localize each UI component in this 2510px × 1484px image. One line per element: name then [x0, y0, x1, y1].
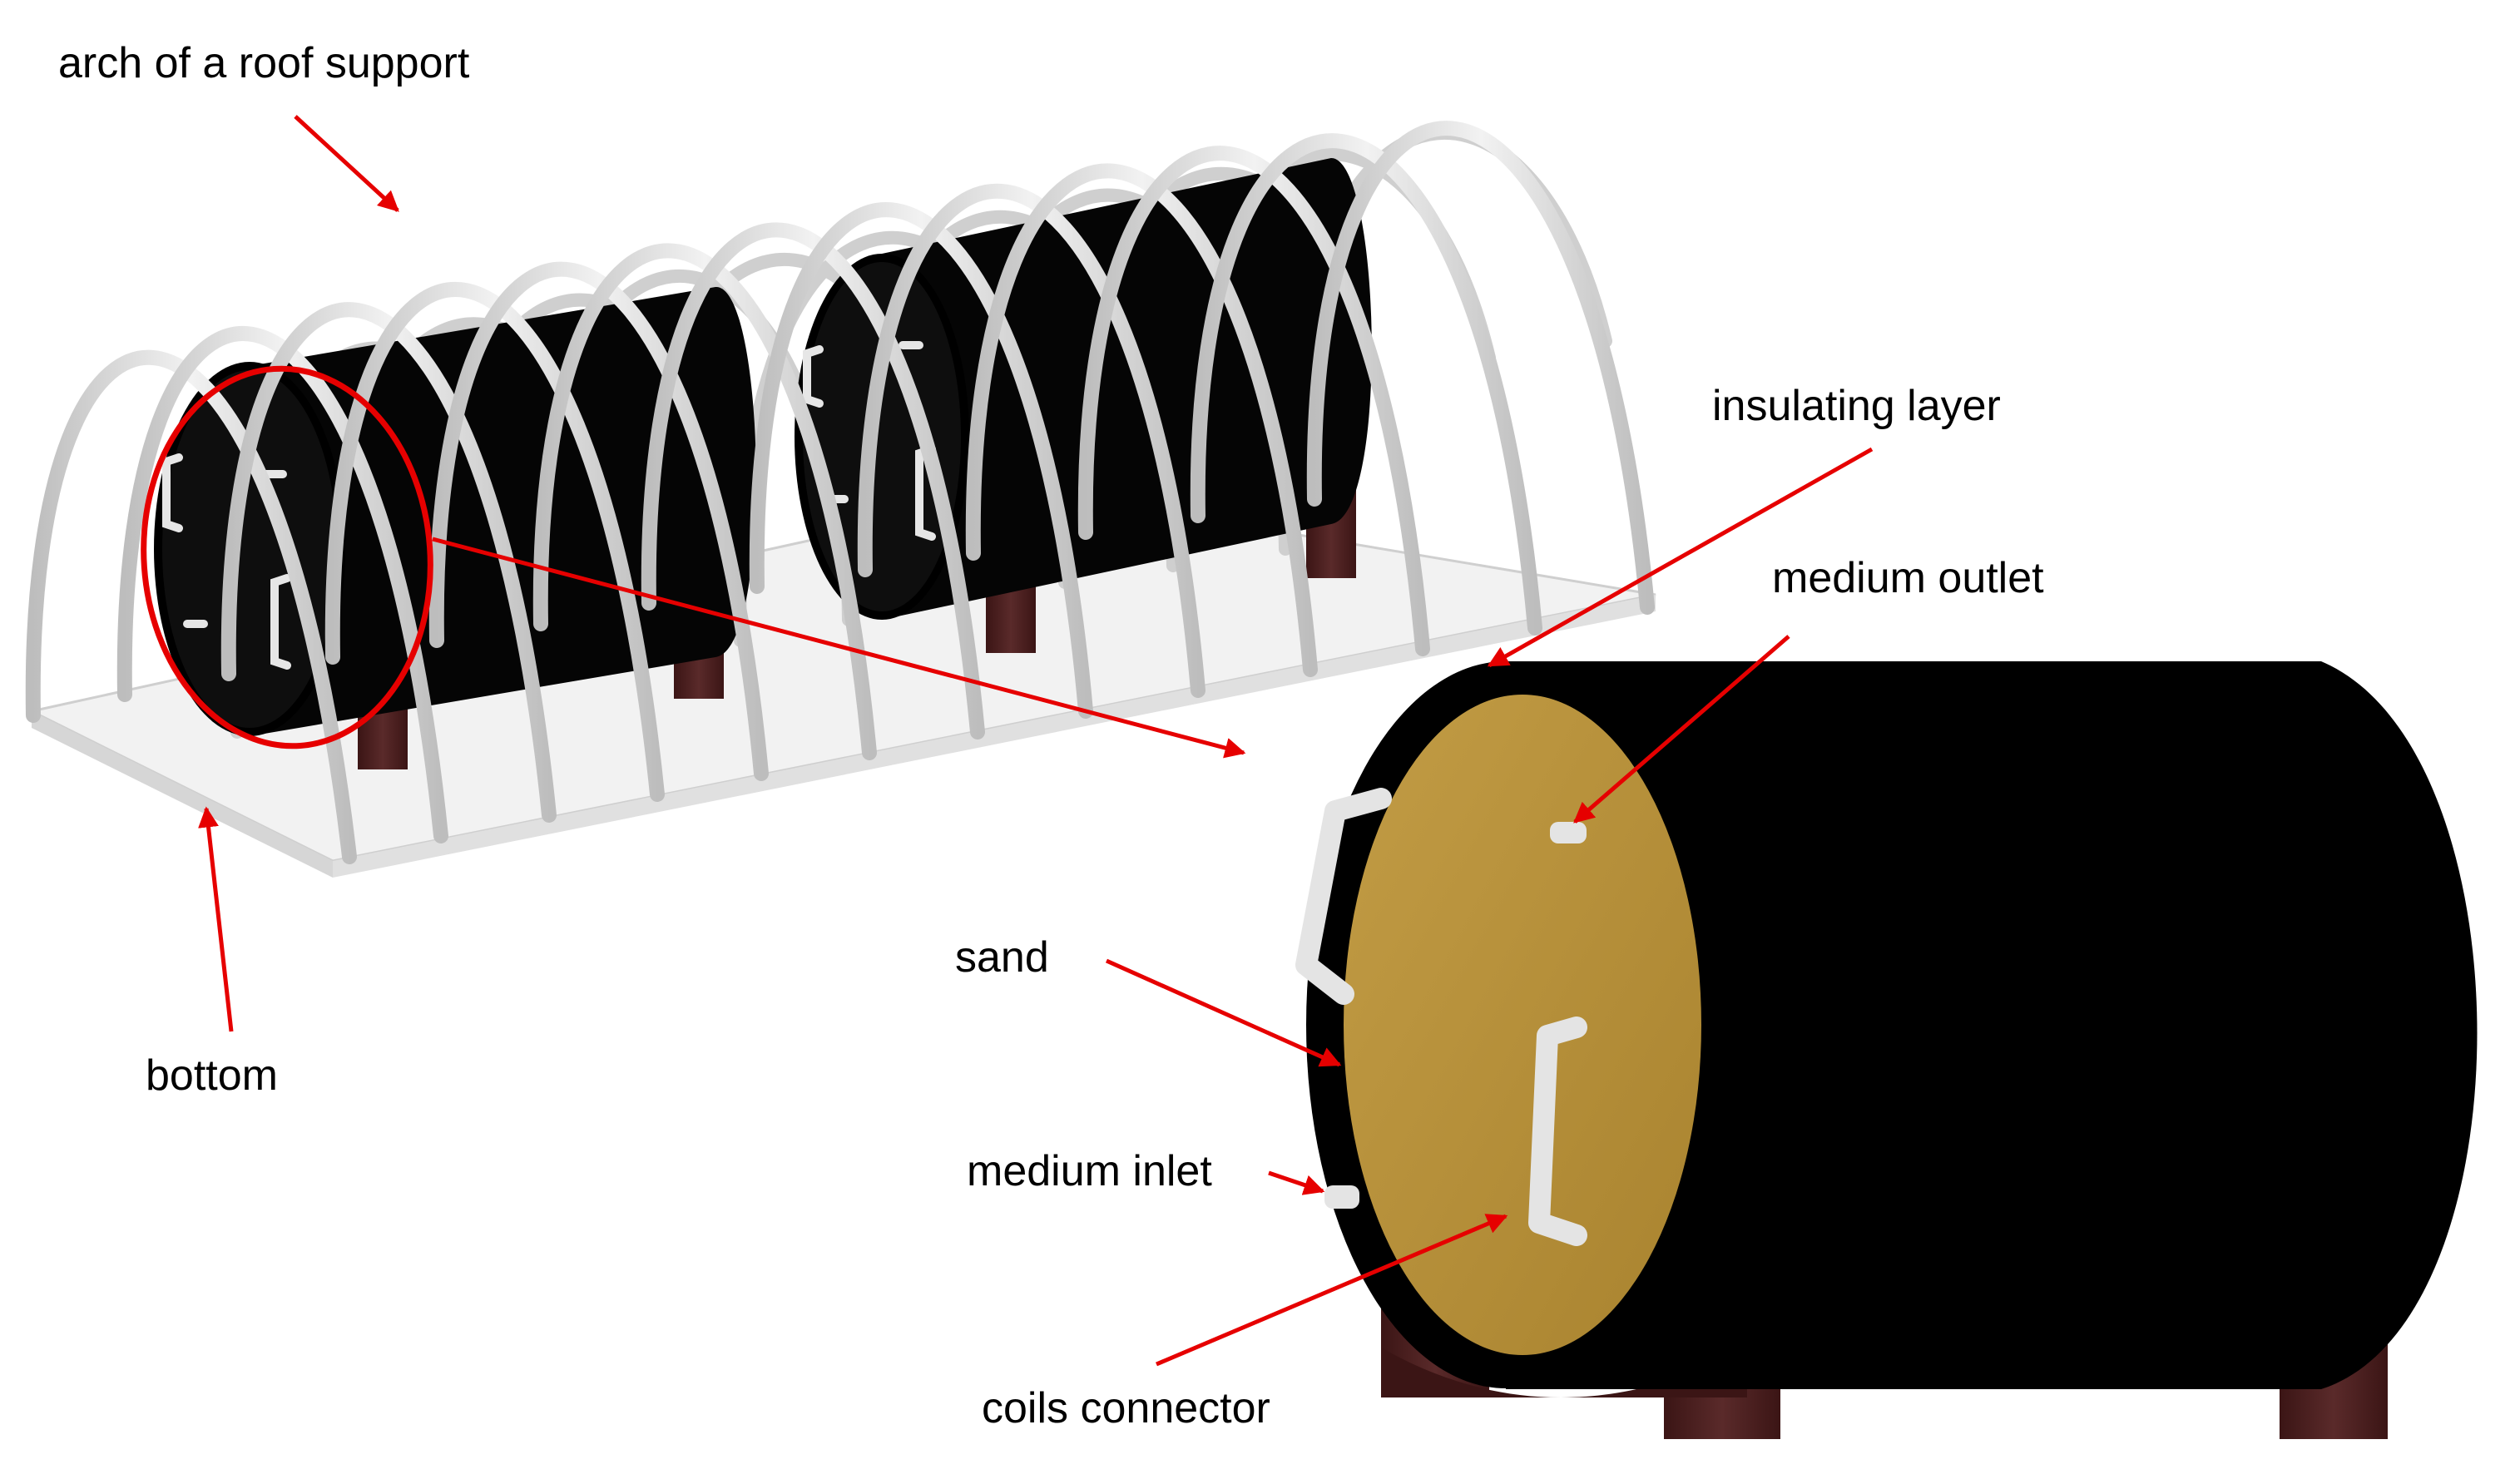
roof-support-arch — [25, 349, 357, 864]
label-insulating-layer: insulating layer — [1712, 382, 2001, 430]
detail-pointer-arrow — [432, 537, 1246, 759]
insulating-layer — [1506, 661, 2478, 1389]
labels: arch of a roof support bottom insulating… — [58, 39, 2044, 1432]
arch-arrow — [294, 115, 399, 212]
label-sand: sand — [955, 933, 1049, 982]
sand-core — [1344, 695, 1701, 1355]
sand-arrow — [1105, 958, 1342, 1067]
insulating-layer-arrow — [1487, 447, 1874, 668]
highlight-circle — [141, 365, 433, 749]
front-arches — [25, 121, 1655, 864]
overview-tank-1 — [154, 286, 756, 769]
medium-inlet-stub — [1324, 1185, 1359, 1209]
bottom-arrow — [198, 806, 234, 1032]
overview-assembly — [25, 121, 1656, 878]
medium-outlet-stub — [1550, 822, 1587, 843]
callout-arrows — [198, 115, 1874, 1367]
label-medium-inlet: medium inlet — [967, 1147, 1212, 1195]
label-coils-connector: coils connector — [982, 1384, 1270, 1432]
medium-inlet-arrow — [1268, 1170, 1325, 1195]
label-arch: arch of a roof support — [58, 39, 470, 87]
base-plate-edge — [32, 711, 333, 878]
base-plate-edge-front — [333, 595, 1656, 878]
label-medium-outlet: medium outlet — [1772, 554, 2044, 602]
coils-connector-pipe-2 — [1528, 1017, 1587, 1246]
medium-outlet-arrow — [1573, 635, 1790, 824]
coils-connector-arrow — [1156, 1214, 1508, 1367]
detail-tank — [1295, 661, 2478, 1439]
label-bottom: bottom — [146, 1051, 278, 1100]
coils-connector-pipe — [1295, 788, 1392, 1005]
